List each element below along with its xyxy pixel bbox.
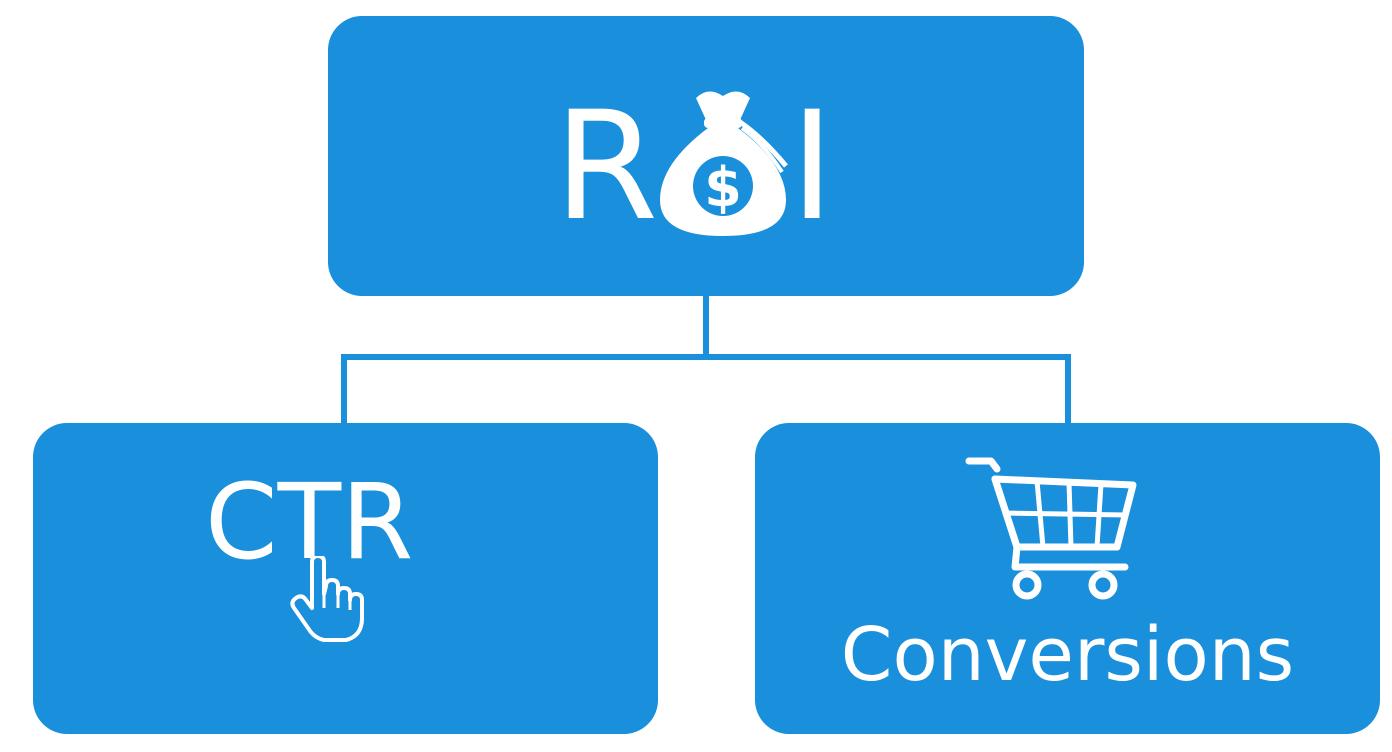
roi-letter-r: R: [554, 80, 659, 254]
cursor-hand-icon: [290, 556, 364, 642]
conversions-label: Conversions: [840, 612, 1295, 698]
ctr-label: CTR: [205, 461, 414, 583]
roi-letter-i: I: [790, 80, 835, 254]
conversions-node: [755, 423, 1380, 734]
ctr-node: [33, 423, 658, 734]
svg-text:$: $: [704, 156, 742, 219]
money-bag-icon: $: [660, 91, 788, 236]
roi-label: R $ I: [328, 16, 1084, 296]
shopping-cart-icon: [965, 457, 1137, 600]
roi-node: R $ I: [328, 16, 1084, 296]
